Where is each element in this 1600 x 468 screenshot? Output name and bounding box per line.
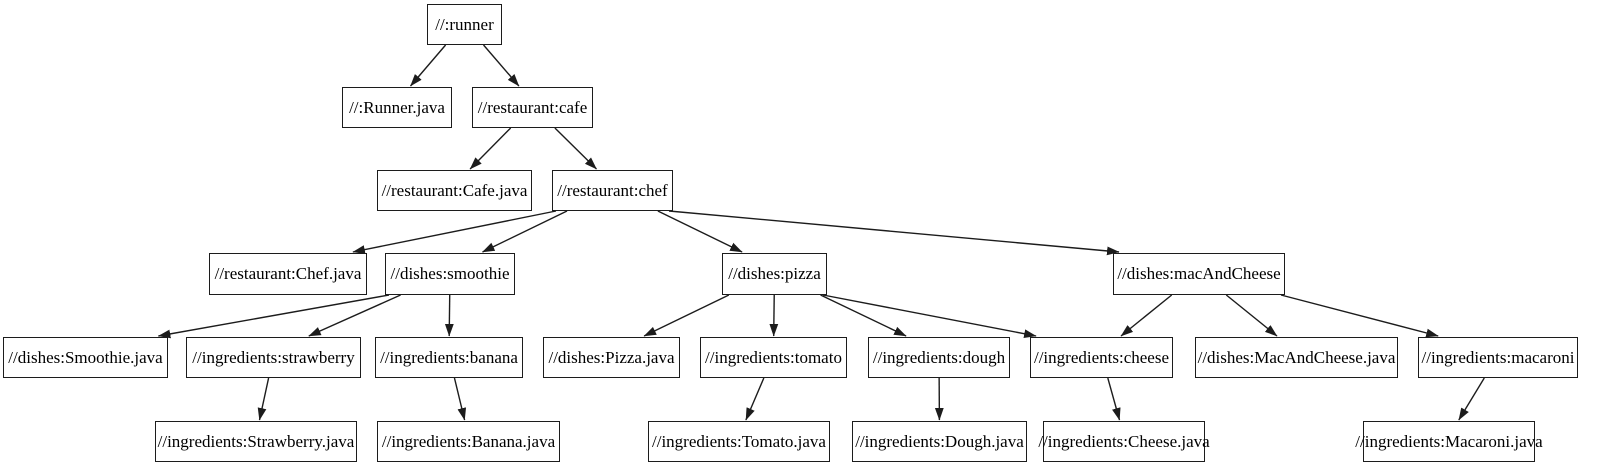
graph-node-chef_java: //restaurant:Chef.java [209, 253, 367, 295]
node-label-banana_java: //ingredients:Banana.java [381, 431, 556, 451]
node-label-macaroni: //ingredients:macaroni [1421, 347, 1575, 367]
graph-node-cafe_java: //restaurant:Cafe.java [377, 170, 532, 211]
node-label-chef_java: //restaurant:Chef.java [214, 264, 362, 283]
edge-pizza-to-cheese [822, 294, 1037, 339]
node-label-runner: //:runner [435, 14, 494, 34]
graph-node-banana_java: //ingredients:Banana.java [377, 421, 560, 462]
graph-node-mac_and_cheese: //dishes:macAndCheese [1113, 253, 1285, 295]
node-label-pizza: //dishes:pizza [728, 264, 821, 283]
node-label-smoothie_java: //dishes:Smoothie.java [8, 347, 163, 367]
graph-node-chef: //restaurant:chef [552, 170, 673, 211]
node-label-banana: //ingredients:banana [380, 347, 518, 367]
node-label-macaroni_java: //ingredients:Macaroni.java [1355, 431, 1543, 451]
graph-node-cafe: //restaurant:cafe [472, 87, 593, 128]
edge-pizza-to-tomato [769, 294, 779, 337]
edge-mac_and_cheese-to-cheese [1120, 294, 1173, 337]
graph-node-dough: //ingredients:dough [868, 337, 1010, 378]
edge-banana-to-banana_java [453, 377, 467, 421]
graph-node-macaroni: //ingredients:macaroni [1418, 337, 1578, 378]
graph-node-smoothie: //dishes:smoothie [385, 253, 515, 295]
edge-mac_and_cheese-to-mac_and_cheese_java [1225, 294, 1278, 337]
node-label-chef: //restaurant:chef [557, 180, 668, 200]
graph-node-runner: //:runner [427, 4, 502, 45]
graph-node-macaroni_java: //ingredients:Macaroni.java [1355, 421, 1543, 462]
node-label-tomato_java: //ingredients:Tomato.java [652, 431, 826, 451]
node-label-cheese: //ingredients:cheese [1033, 347, 1169, 367]
edge-runner-to-cafe [483, 44, 520, 87]
graph-node-smoothie_java: //dishes:Smoothie.java [3, 337, 168, 378]
node-label-mac_and_cheese: //dishes:macAndCheese [1117, 264, 1281, 283]
graph-node-banana: //ingredients:banana [375, 337, 523, 378]
edge-smoothie-to-smoothie_java [157, 294, 390, 339]
edge-chef-to-mac_and_cheese [668, 210, 1120, 256]
edge-smoothie-to-strawberry [308, 294, 401, 337]
node-label-strawberry_java: //ingredients:Strawberry.java [157, 431, 355, 451]
edge-tomato-to-tomato_java [745, 377, 765, 421]
edge-smoothie-to-banana [444, 294, 454, 337]
node-label-cafe: //restaurant:cafe [477, 97, 588, 117]
graph-node-cheese: //ingredients:cheese [1030, 337, 1173, 378]
graph-node-pizza: //dishes:pizza [722, 253, 827, 295]
edge-pizza-to-dough [820, 294, 907, 337]
edge-cheese-to-cheese_java [1107, 377, 1121, 421]
node-label-cafe_java: //restaurant:Cafe.java [381, 180, 528, 200]
edge-chef-to-smoothie [482, 210, 568, 253]
graph-node-pizza_java: //dishes:Pizza.java [543, 337, 680, 378]
edge-runner-to-runner_java [409, 44, 447, 87]
node-label-runner_java: //:Runner.java [349, 97, 445, 117]
edge-pizza-to-pizza_java [643, 294, 730, 337]
edge-cafe-to-chef [554, 127, 597, 170]
edge-chef-to-chef_java [352, 210, 557, 254]
graph-node-tomato: //ingredients:tomato [700, 337, 847, 378]
node-label-mac_and_cheese_java: //dishes:MacAndCheese.java [1197, 347, 1396, 367]
edge-strawberry-to-strawberry_java [257, 377, 270, 421]
node-label-tomato: //ingredients:tomato [705, 347, 842, 367]
graph-node-strawberry: //ingredients:strawberry [186, 337, 361, 378]
node-label-dough: //ingredients:dough [872, 347, 1006, 367]
node-label-dough_java: //ingredients:Dough.java [855, 431, 1024, 451]
graph-node-strawberry_java: //ingredients:Strawberry.java [155, 421, 357, 462]
node-label-cheese_java: //ingredients:Cheese.java [1038, 431, 1210, 451]
graph-node-runner_java: //:Runner.java [342, 87, 452, 128]
edge-chef-to-pizza [657, 210, 743, 253]
graph-node-tomato_java: //ingredients:Tomato.java [648, 421, 830, 462]
edge-mac_and_cheese-to-macaroni [1280, 294, 1439, 338]
graph-node-dough_java: //ingredients:Dough.java [852, 421, 1027, 462]
graph-node-mac_and_cheese_java: //dishes:MacAndCheese.java [1195, 337, 1398, 378]
graph-node-cheese_java: //ingredients:Cheese.java [1038, 421, 1210, 462]
node-label-strawberry: //ingredients:strawberry [192, 347, 355, 367]
node-label-smoothie: //dishes:smoothie [390, 264, 510, 283]
edge-macaroni-to-macaroni_java [1458, 377, 1485, 421]
node-label-pizza_java: //dishes:Pizza.java [548, 347, 675, 367]
edge-cafe-to-cafe_java [469, 127, 512, 170]
